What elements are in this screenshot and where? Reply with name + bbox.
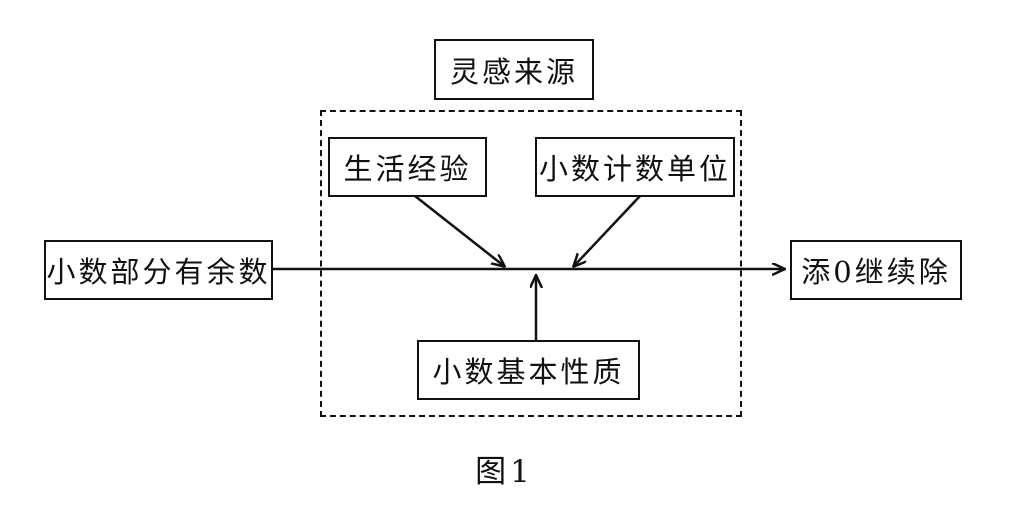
figure-caption: 图1 xyxy=(475,454,534,490)
life-experience-box: 生活经验 xyxy=(328,137,487,197)
remainder-box: 小数部分有余数 xyxy=(44,240,273,300)
life-experience-arrow xyxy=(414,195,504,266)
inspiration-source-group xyxy=(320,110,742,417)
decimal-property-box: 小数基本性质 xyxy=(417,340,640,400)
decimal-unit-arrow xyxy=(574,195,641,266)
decimal-unit-box: 小数计数单位 xyxy=(535,137,735,197)
inspiration-source-label: 灵感来源 xyxy=(434,39,594,100)
add-zero-box: 添0继续除 xyxy=(790,240,962,300)
